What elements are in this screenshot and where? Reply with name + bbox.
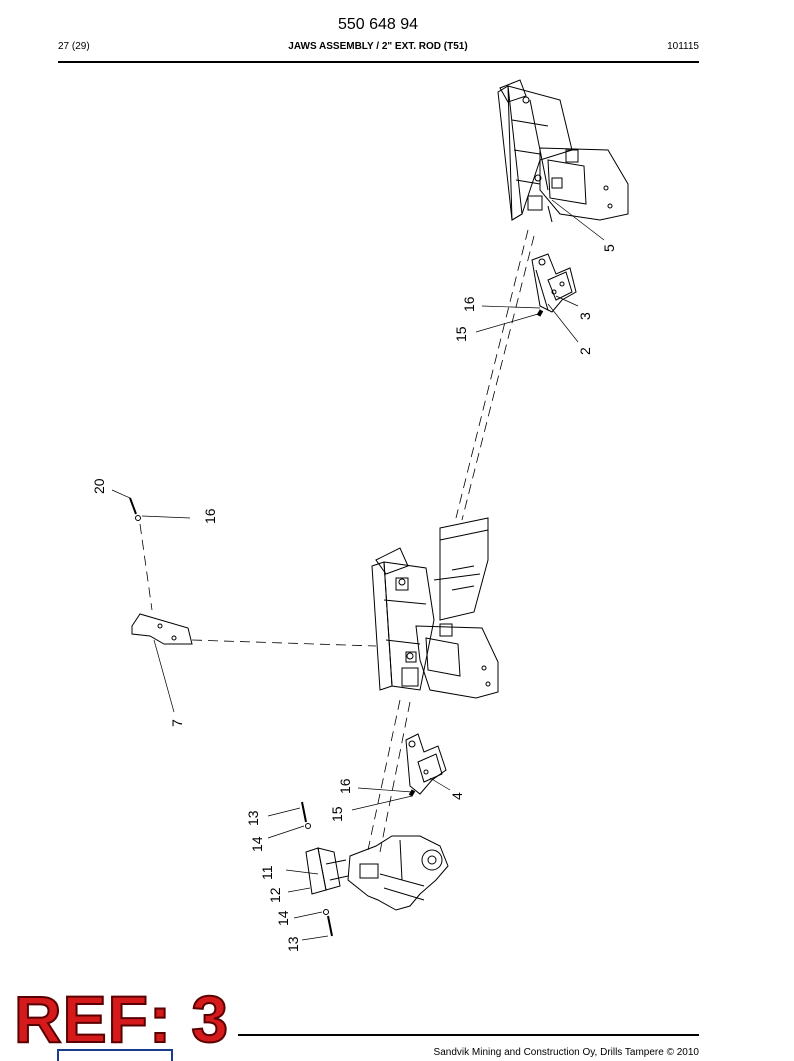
lower-fastener-group — [301, 801, 449, 937]
callout-16: 16 — [202, 508, 218, 524]
callout-11: 11 — [259, 865, 275, 880]
callout-15: 15 — [329, 806, 345, 822]
guide-plate-part — [131, 613, 193, 645]
footer-divider — [238, 1034, 699, 1036]
callout-3: 3 — [577, 312, 593, 320]
callout-13: 13 — [245, 810, 261, 826]
callout-20: 20 — [91, 478, 107, 494]
section-title: JAWS ASSEMBLY / 2" EXT. ROD (T51) — [288, 41, 468, 52]
callout-12: 12 — [267, 887, 283, 903]
revision-code: 101115 — [667, 41, 699, 52]
callout-14: 14 — [249, 836, 265, 852]
pin-markers — [408, 309, 544, 797]
callout-2: 2 — [577, 347, 593, 355]
callout-15: 15 — [453, 326, 469, 342]
callout-14: 14 — [275, 910, 291, 926]
alignment-lines — [139, 229, 535, 853]
reference-stamp: REF: 3 — [13, 982, 230, 1056]
header-divider — [58, 61, 699, 63]
callout-5: 5 — [601, 244, 617, 252]
leader-lines — [111, 199, 605, 941]
upper-jaw-assembly — [497, 79, 629, 223]
page-indicator: 27 (29) — [58, 41, 90, 52]
callout-7: 7 — [169, 719, 185, 727]
main-jaw-assembly — [371, 517, 499, 699]
callout-16: 16 — [461, 296, 477, 312]
upper-jaw-part — [531, 253, 577, 313]
lower-jaw-part — [405, 733, 447, 795]
callout-16: 16 — [337, 778, 353, 794]
pin-and-washer — [129, 497, 141, 521]
callout-13: 13 — [285, 936, 301, 952]
callout-4: 4 — [449, 792, 465, 800]
document-number: 550 648 94 — [337, 16, 419, 33]
